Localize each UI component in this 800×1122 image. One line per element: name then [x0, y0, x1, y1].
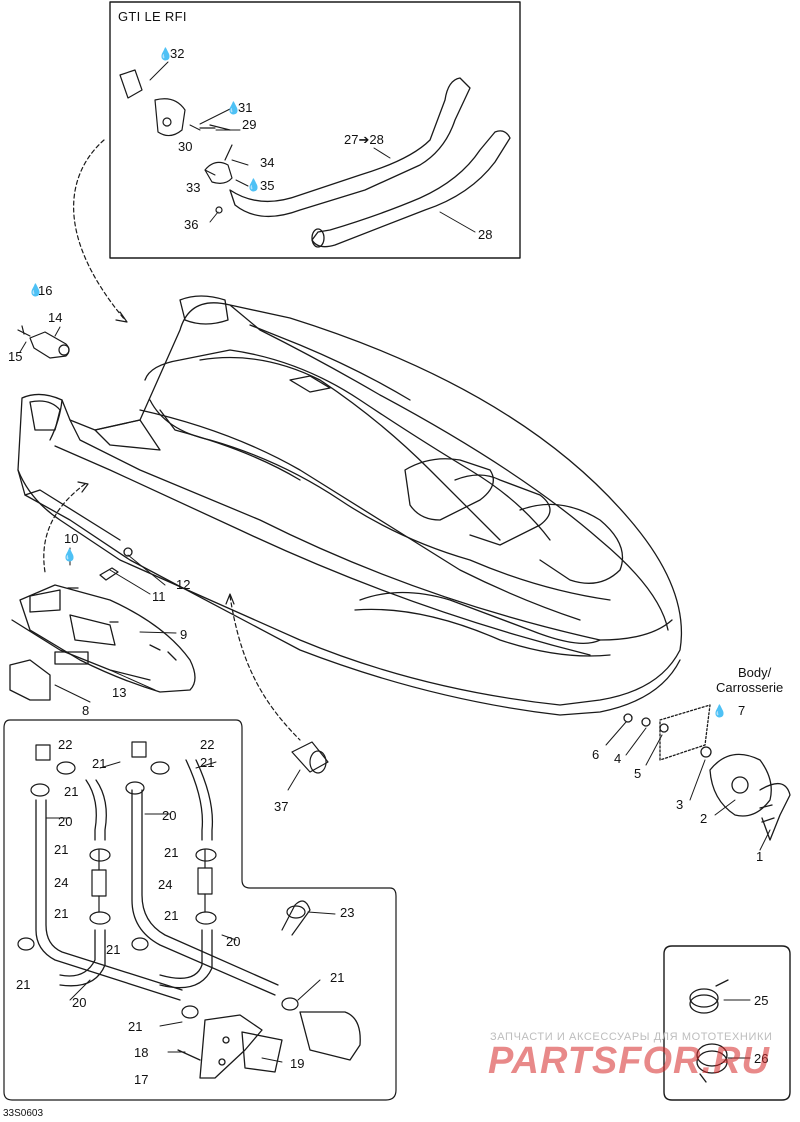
part-14-clamp	[17, 325, 70, 359]
callout-14: 14	[48, 310, 63, 325]
callout-21-f: 21	[164, 845, 179, 860]
callout-3: 3	[676, 797, 684, 812]
leader-hull-to-37	[229, 595, 301, 741]
oil-drop-icon: 💧	[28, 283, 43, 297]
inset-title: GTI LE RFI	[118, 9, 187, 24]
callout-34: 34	[260, 155, 275, 170]
callout-27: 27➔28	[344, 132, 384, 147]
intake-grille	[9, 547, 196, 701]
callout-20-b: 20	[162, 808, 177, 823]
callout-11: 11	[152, 589, 166, 604]
grab-handle-tubes	[229, 77, 511, 248]
body-label-fr: Carrosserie	[716, 680, 784, 695]
fittings-24	[91, 849, 213, 913]
callout-21-h: 21	[106, 942, 121, 957]
hull-body	[17, 295, 683, 716]
inset-box-clamps	[663, 945, 791, 1101]
callout-35: 35	[260, 178, 275, 193]
callout-28: 28	[478, 227, 493, 242]
inset-box-gti	[109, 1, 521, 259]
callout-21-j: 21	[330, 970, 345, 985]
callout-21-b: 21	[64, 784, 79, 799]
callout-18: 18	[134, 1045, 149, 1060]
callout-leaders	[19, 61, 771, 1063]
callout-30: 30	[178, 139, 193, 154]
parts-25-26-clamps	[689, 979, 729, 1083]
watermark-caption: ЗАПЧАСТИ И АКСЕССУАРЫ ДЛЯ МОТОТЕХНИКИ	[490, 1031, 773, 1043]
callout-1: 1	[756, 849, 764, 864]
callout-17: 17	[134, 1072, 149, 1087]
callout-21-k: 21	[128, 1019, 143, 1034]
callout-24-a: 24	[54, 875, 69, 890]
callout-10: 10	[64, 531, 79, 546]
part-1-cover	[623, 704, 791, 841]
callout-33: 33	[186, 180, 201, 195]
callout-15: 15	[8, 349, 23, 364]
callout-21-a: 21	[92, 756, 107, 771]
callout-2: 2	[700, 811, 708, 826]
callout-16: 16	[38, 283, 53, 298]
callout-32: 32	[170, 46, 185, 61]
hose-assembly	[35, 759, 279, 1001]
callout-21-c: 21	[54, 842, 69, 857]
inset-box-hoses	[3, 719, 397, 1101]
part-19-box	[177, 1011, 361, 1079]
part-23-strap	[281, 900, 311, 936]
watermark-logo: PARTSFOR.RU	[488, 1040, 770, 1082]
callout-5: 5	[634, 766, 642, 781]
body-label-en: Body/	[738, 665, 772, 680]
callout-7: 7	[738, 703, 746, 718]
callout-12: 12	[176, 577, 191, 592]
arrow-head	[225, 593, 235, 605]
oil-drop-icon: 💧	[62, 548, 77, 562]
callout-31: 31	[238, 100, 253, 115]
callout-9: 9	[180, 627, 188, 642]
callout-20-d: 20	[72, 995, 87, 1010]
callout-20-c: 20	[226, 934, 241, 949]
part-37-sleeve	[291, 741, 329, 774]
inset-small-parts	[119, 69, 233, 214]
callout-21-i: 21	[16, 977, 31, 992]
arrow-head	[115, 311, 128, 323]
figure-code: 33S0603	[3, 1108, 44, 1119]
callout-29: 29	[242, 117, 257, 132]
oil-drop-icon: 💧	[246, 178, 261, 192]
callout-26: 26	[754, 1051, 769, 1066]
callout-22-a: 22	[200, 737, 215, 752]
callout-6: 6	[592, 747, 600, 762]
callout-13: 13	[112, 685, 127, 700]
callout-21-e: 21	[200, 755, 215, 770]
callout-21-d: 21	[54, 906, 69, 921]
callout-25: 25	[754, 993, 769, 1008]
clamps-21	[17, 761, 306, 1019]
oil-drop-icon: 💧	[712, 704, 727, 718]
leader-inset-to-hull	[73, 139, 126, 321]
callout-8: 8	[82, 703, 90, 718]
leader-hull-to-grille	[43, 483, 86, 573]
callout-20-a: 20	[58, 814, 73, 829]
callout-23: 23	[340, 905, 355, 920]
callout-36: 36	[184, 217, 199, 232]
callout-37: 37	[274, 799, 289, 814]
oil-drop-icon: 💧	[226, 101, 241, 115]
callout-21-g: 21	[164, 908, 179, 923]
fittings-22	[35, 741, 147, 761]
callout-22-b: 22	[58, 737, 73, 752]
callout-4: 4	[614, 751, 622, 766]
callout-24-b: 24	[158, 877, 173, 892]
arrow-right-icon: ➔	[358, 132, 370, 147]
callout-19: 19	[290, 1056, 305, 1071]
arrow-head	[77, 481, 89, 493]
oil-drop-icon: 💧	[158, 47, 173, 61]
